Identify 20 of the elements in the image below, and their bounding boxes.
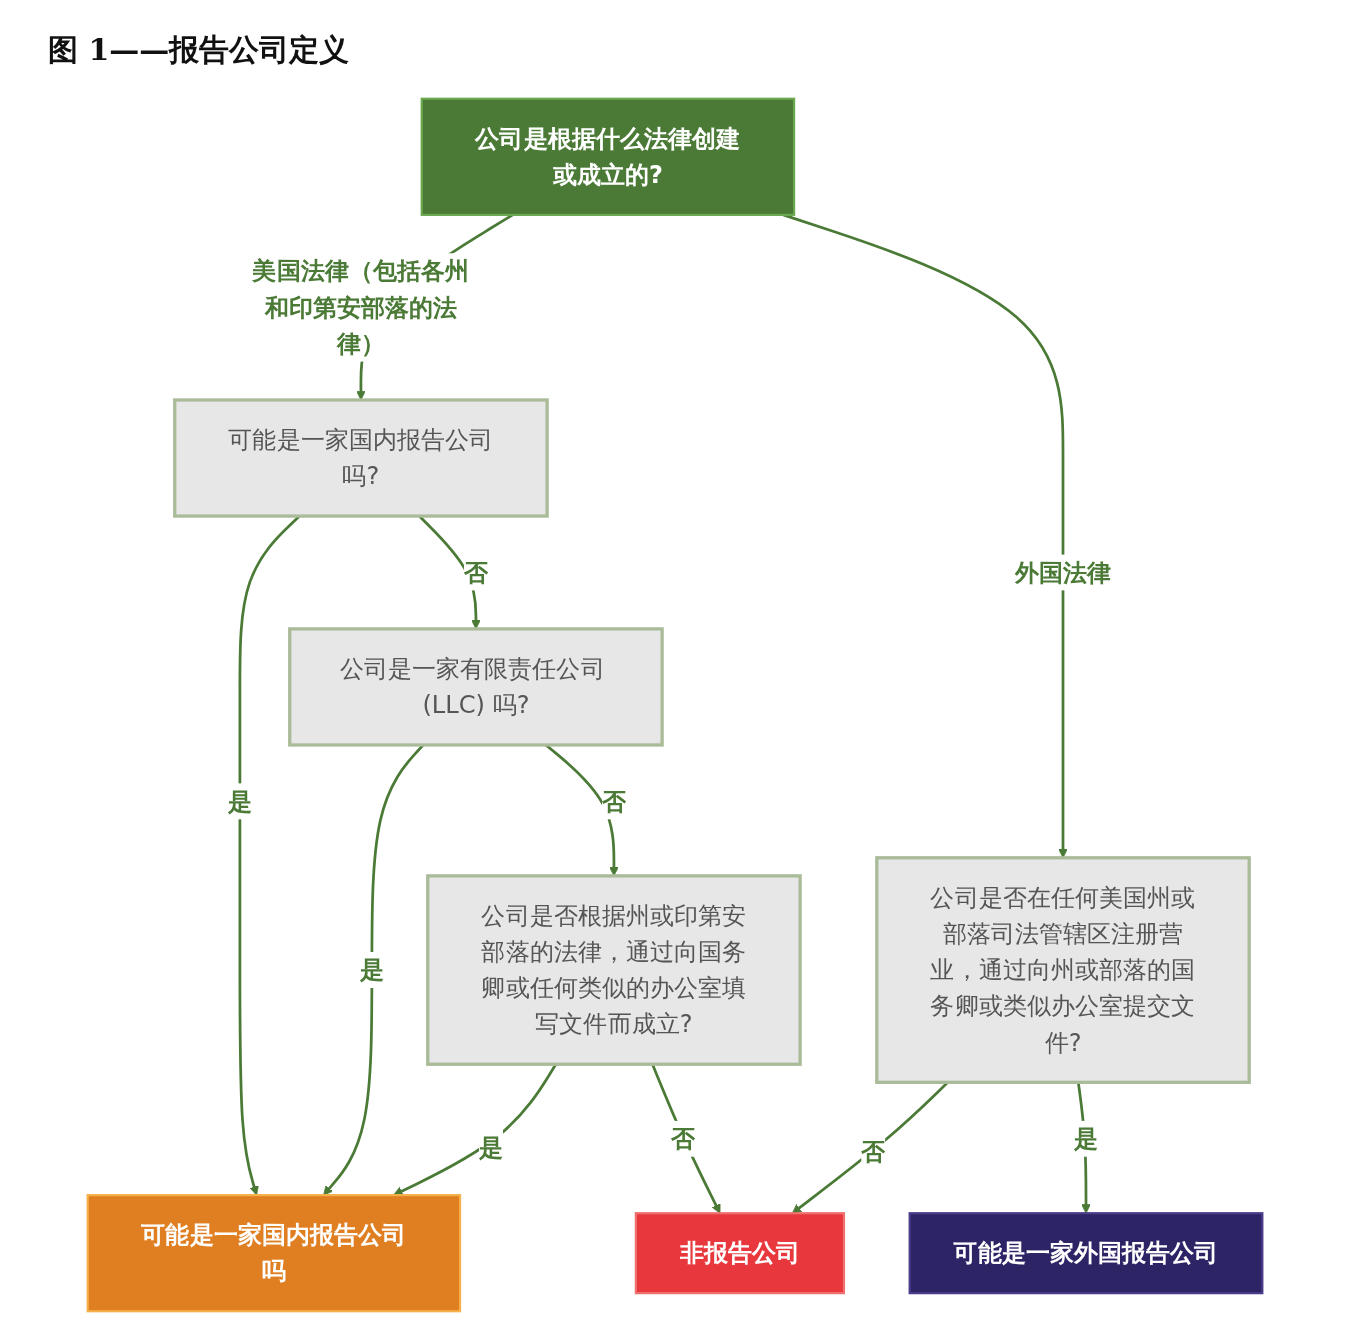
edge-label: 否 [670,1125,695,1153]
edge-label: 否 [463,558,488,587]
node-box: 公司是一家有限责任公司 (LLC) 吗? [288,627,664,747]
node-box: 非报告公司 [634,1212,846,1295]
edge-label: 否 [601,787,626,816]
edge-label: 是 [479,1134,504,1162]
node-box: 可能是一家外国报告公司 [908,1212,1264,1295]
title: 图 1——报告公司定义 [48,31,350,69]
node-box: 公司是根据什么法律创建或成立的? [420,97,796,216]
node-box: 公司是否根据州或印第安部落的法律，通过向国务卿或任何类似的办公室填写文件而成立? [426,874,802,1066]
edge-label: 外国法律 [1014,558,1112,587]
edge-label: 是 [227,787,252,816]
node-box: 可能是一家国内报告公司吗? [173,398,549,518]
arrow [323,744,425,1196]
edge-label: 否 [861,1137,886,1166]
edge-label: 是 [359,956,384,984]
node-box: 公司是否在任何美国州或部落司法管辖区注册营业，通过向州或部落的国务卿或类似办公室提交文件? [875,856,1251,1084]
edge-label: 是 [1073,1125,1099,1153]
edge-label: 美国法律（包括各州和印第安部落的法律） [252,257,470,358]
node-box: 可能是一家国内报告公司吗 [86,1194,462,1313]
